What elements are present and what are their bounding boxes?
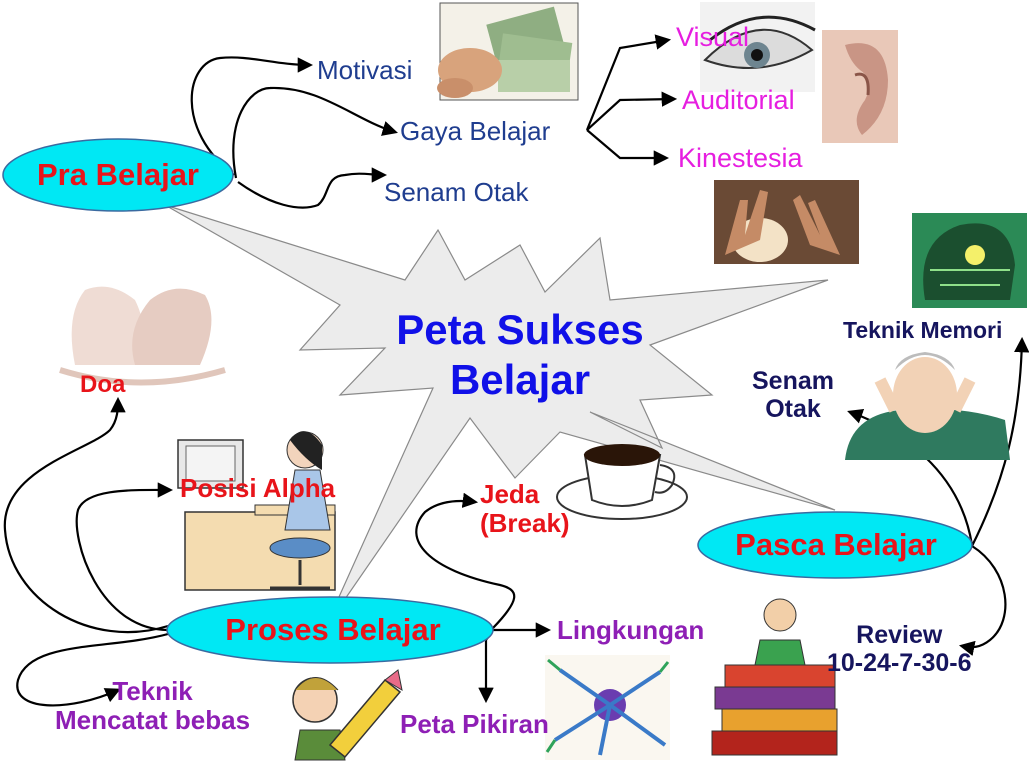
pasca-belajar-ellipse <box>697 511 973 579</box>
hands-light-photo <box>714 180 859 264</box>
doa-label: Doa <box>80 371 126 398</box>
connector-jeda <box>415 492 516 629</box>
stressed-man-clipart <box>845 352 1010 460</box>
connector-motivasi <box>190 56 314 176</box>
senam-otak-label: Senam Otak <box>384 177 529 207</box>
teknik-line2: Mencatat bebas <box>55 704 251 735</box>
senam-pasca-line2: Otak <box>765 394 821 423</box>
pra-belajar-ellipse <box>2 138 234 212</box>
connector-gaya-belajar <box>232 86 398 179</box>
review-line2: 10-24-7-30-6 <box>827 648 972 677</box>
proses-belajar-ellipse <box>166 596 494 664</box>
auditorial-label: Auditorial <box>682 85 795 115</box>
connector-teknik-memori <box>971 336 1029 547</box>
mind-map-photo <box>545 655 670 760</box>
coffee-cup-clipart <box>556 444 688 520</box>
eye-photo <box>700 2 816 92</box>
jeda-line1: Jeda <box>480 479 540 509</box>
connector-kinestesia <box>586 129 670 166</box>
connector-doa <box>3 396 169 634</box>
senam-otak-pasca-label: Senam Otak <box>752 367 834 423</box>
center-title: Peta Sukses Belajar <box>360 305 680 406</box>
connector-review <box>958 545 1007 656</box>
center-title-line2: Belajar <box>449 356 591 404</box>
center-starburst <box>164 204 836 629</box>
books-girl-clipart <box>711 598 838 756</box>
lingkungan-label: Lingkungan <box>557 615 705 645</box>
woman-computer-clipart <box>177 431 336 591</box>
motivasi-label: Motivasi <box>317 55 413 85</box>
review-line1: Review <box>856 621 943 649</box>
proses-belajar-label: Proses Belajar <box>225 612 441 647</box>
kinestesia-label: Kinestesia <box>678 143 803 173</box>
brain-circuit-photo <box>912 213 1027 308</box>
teknik-mencatat-label: Teknik Mencatat bebas <box>55 677 250 734</box>
pasca-belajar-label: Pasca Belajar <box>735 527 937 562</box>
pencil-boy-clipart <box>292 669 403 761</box>
center-title-line1: Peta Sukses <box>396 306 644 353</box>
money-photo <box>437 2 579 101</box>
teknik-line1: Teknik <box>112 676 193 706</box>
connector-auditorial <box>586 91 678 131</box>
connector-posisi-alpha <box>75 482 174 632</box>
connector-senam-otak <box>237 167 388 209</box>
connector-teknik-mencatat <box>16 632 169 707</box>
pra-belajar-label: Pra Belajar <box>37 157 199 192</box>
praying-hands-photo <box>59 286 226 386</box>
gaya-belajar-label: Gaya Belajar <box>400 116 551 146</box>
peta-pikiran-label: Peta Pikiran <box>400 709 549 739</box>
connector-visual <box>585 34 672 131</box>
posisi-alpha-label: Posisi Alpha <box>180 473 336 503</box>
teknik-memori-label: Teknik Memori <box>843 317 1003 343</box>
jeda-label: Jeda (Break) <box>480 480 570 537</box>
senam-pasca-line1: Senam <box>752 367 834 395</box>
visual-label: Visual <box>676 22 750 52</box>
jeda-line2: (Break) <box>480 507 570 538</box>
review-label: Review 10-24-7-30-6 <box>827 621 972 677</box>
ear-photo <box>822 30 898 143</box>
